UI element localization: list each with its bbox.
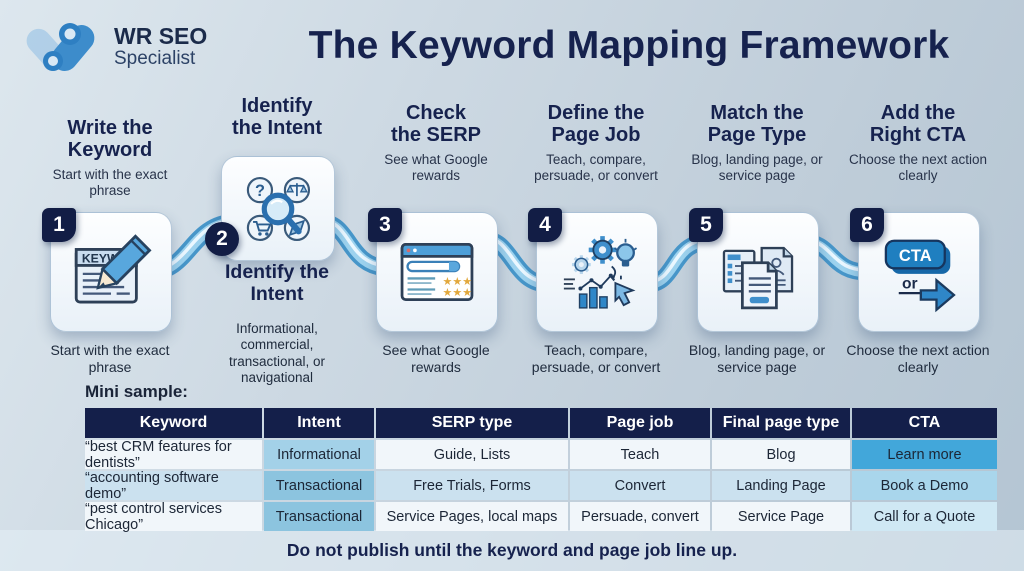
- step-4-number-badge: 4: [528, 208, 562, 242]
- table-cell: Landing Page: [712, 471, 850, 500]
- step-6-number-badge: 6: [850, 208, 884, 242]
- table-cell: Guide, Lists: [376, 440, 568, 469]
- svg-text:CTA: CTA: [899, 246, 932, 265]
- step-column-6: Add the Right CTA Choose the next action…: [838, 95, 998, 395]
- intent-magnifier-icon: ?: [246, 176, 311, 241]
- table-header-final-page-type: Final page type: [712, 408, 850, 438]
- table-cell: Service Page: [712, 502, 850, 531]
- step-3-card: 3 ★★★ ★★★: [368, 208, 498, 332]
- table-cell: Free Trials, Forms: [376, 471, 568, 500]
- step-column-5: Match the Page Type Blog, landing page, …: [677, 95, 837, 395]
- step-3-caption: See what Google rewards: [382, 342, 490, 376]
- table-cell: Transactional: [264, 471, 374, 500]
- step-6-card: 6 CTA or: [850, 208, 980, 332]
- mini-sample-label: Mini sample:: [85, 382, 188, 401]
- table-cell: Persuade, convert: [570, 502, 710, 531]
- step-2-card: 2 ?: [205, 156, 335, 261]
- step-5-caption: Blog, landing page, or service page: [688, 342, 826, 376]
- table-cell: “accounting software demo”: [85, 470, 262, 502]
- step-1-subtitle: Start with the exact phrase: [52, 166, 168, 198]
- table-header-page-job: Page job: [570, 408, 710, 438]
- svg-text:★★★: ★★★: [443, 287, 473, 299]
- table-cell: “pest control services Chicago”: [85, 501, 262, 533]
- table-cell-cta: Call for a Quote: [852, 502, 997, 531]
- step-3-subtitle: See what Google rewards: [384, 151, 488, 183]
- step-5-number-badge: 5: [689, 208, 723, 242]
- table-cell: Service Pages, local maps: [376, 502, 568, 531]
- step-6-subtitle: Choose the next action clearly: [848, 151, 988, 183]
- table-cell: Teach: [570, 440, 710, 469]
- table-cell: Transactional: [264, 502, 374, 531]
- step-2-label: Identify the Intent: [224, 261, 329, 305]
- brand-name: WR SEO Specialist: [114, 24, 207, 69]
- step-5-card: 5: [689, 208, 819, 332]
- step-column-2: Identify the Intent 2 ? Identi: [197, 95, 357, 395]
- table-header-intent: Intent: [264, 408, 374, 438]
- step-1-card: 1 KEYW: [42, 208, 172, 332]
- step-column-3: Check the SERP See what Google rewards 3…: [356, 95, 516, 395]
- step-2-heading: Identify the Intent: [232, 95, 322, 140]
- step-3-heading: Check the SERP: [390, 102, 482, 147]
- step-4-caption: Teach, compare, persuade, or convert: [531, 342, 661, 376]
- step-3-number-badge: 3: [368, 208, 402, 242]
- serp-browser-icon: ★★★ ★★★: [400, 243, 474, 301]
- mini-sample-table: Keyword Intent SERP type Page job Final …: [85, 408, 997, 533]
- table-header-serp-type: SERP type: [376, 408, 568, 438]
- cta-button-arrow-icon: CTA or: [884, 239, 956, 313]
- step-column-4: Define the Page Job Teach, compare, pers…: [516, 95, 676, 395]
- table-cell: Convert: [570, 471, 710, 500]
- step-6-caption: Choose the next action clearly: [846, 342, 990, 376]
- step-4-subtitle: Teach, compare, persuade, or convert: [534, 151, 658, 183]
- step-2-caption: Informational, commercial, transactional…: [228, 321, 326, 386]
- step-5-subtitle: Blog, landing page, or service page: [691, 151, 823, 183]
- step-1-caption: Start with the exact phrase: [50, 342, 170, 376]
- step-column-1: Write the Keyword Start with the exact p…: [30, 95, 190, 395]
- table-cell-cta: Learn more: [852, 440, 997, 469]
- step-2-number-badge: 2: [205, 222, 239, 256]
- table-cell: Blog: [712, 440, 850, 469]
- step-4-card: 4: [528, 208, 658, 332]
- page-title: The Keyword Mapping Framework: [308, 24, 950, 67]
- page-job-process-icon: [563, 236, 638, 309]
- table-cell-cta: Book a Demo: [852, 471, 997, 500]
- footer-band: [0, 530, 1024, 571]
- table-cell: “best CRM features for dentists”: [85, 439, 262, 471]
- footer-note: Do not publish until the keyword and pag…: [286, 540, 738, 560]
- brand-line1: WR SEO: [114, 23, 208, 49]
- wr-seo-logo-icon: [26, 23, 95, 71]
- table-cell: Informational: [264, 440, 374, 469]
- step-6-heading: Add the Right CTA: [869, 102, 967, 147]
- keyword-note-pencil-icon: KEYW: [74, 234, 152, 304]
- svg-text:?: ?: [255, 182, 265, 200]
- table-header-cta: CTA: [852, 408, 997, 438]
- brand-line2: Specialist: [114, 47, 196, 69]
- table-header-keyword: Keyword: [85, 408, 262, 438]
- step-1-number-badge: 1: [42, 208, 76, 242]
- step-4-heading: Define the Page Job: [547, 102, 645, 147]
- page-type-documents-icon: [722, 246, 794, 310]
- svg-text:or: or: [902, 276, 918, 293]
- step-1-heading: Write the Keyword: [67, 117, 153, 162]
- step-5-heading: Match the Page Type: [707, 102, 807, 147]
